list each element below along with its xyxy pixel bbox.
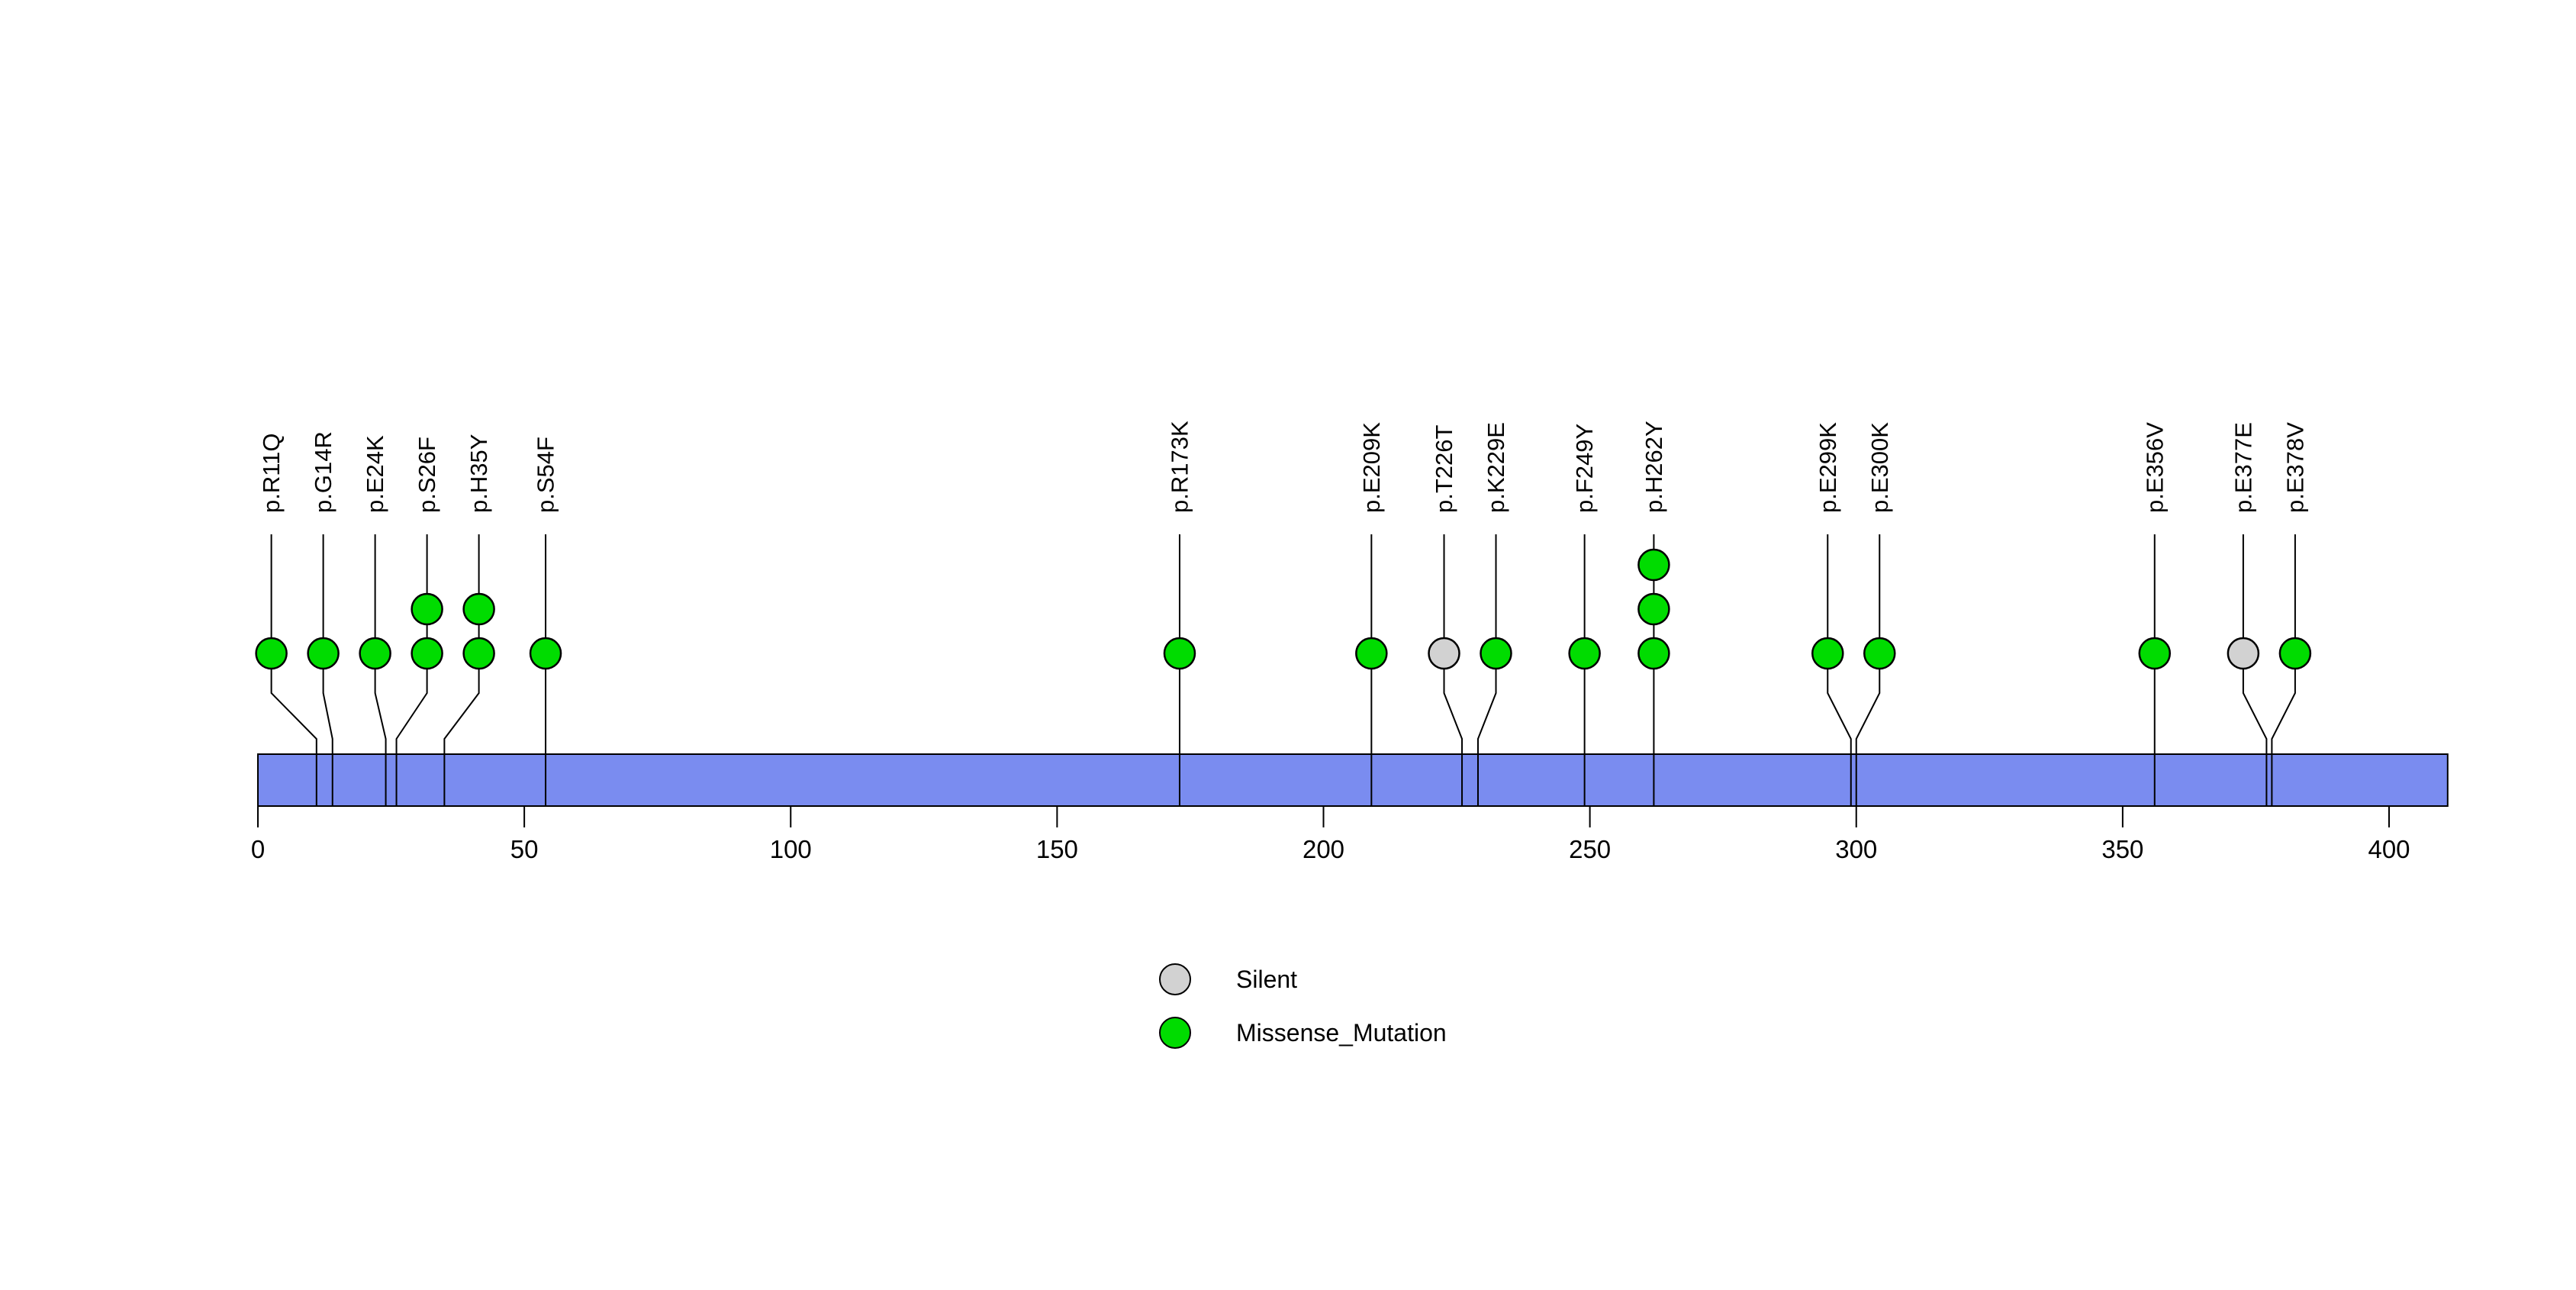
mutation-label: p.H262Y	[1641, 421, 1667, 513]
mutation-circle	[255, 637, 288, 670]
axis-tick-label: 0	[251, 835, 265, 863]
mutation-circle	[411, 637, 443, 670]
axis-layer: 0 50 100 150 200 250 300 350 400	[251, 806, 2410, 863]
mutation-label: p.G14R	[310, 431, 336, 513]
mutation-label: p.K229E	[1483, 422, 1509, 513]
mutation-circle	[2278, 637, 2312, 670]
mutation-label-layer: p.R11Q p.G14R p.E24K p.S26F p.H35Y p.S54F p.R1…	[258, 421, 2308, 513]
mutation-circle	[1637, 592, 1670, 626]
mutation-circle	[307, 637, 340, 670]
mutation-circle	[1568, 637, 1601, 670]
axis-tick-label: 150	[1036, 835, 1078, 863]
mutation-circle	[1863, 637, 1896, 670]
mutation-circle	[2227, 637, 2260, 670]
mutation-label: p.E209K	[1358, 422, 1385, 513]
axis-tick-label: 400	[2368, 835, 2410, 863]
protein-bar	[257, 753, 2449, 807]
axis-tick-label: 250	[1569, 835, 1611, 863]
mutation-label: p.S54F	[533, 437, 559, 513]
mutation-circle	[1637, 637, 1670, 670]
lollipop-stem	[374, 534, 387, 806]
lollipop-stem	[1443, 534, 1463, 806]
legend-missense-label: Missense_Mutation	[1236, 1019, 1447, 1047]
mutation-circle	[2138, 637, 2172, 670]
mutation-label: p.T226T	[1431, 424, 1457, 513]
mutation-label: p.E377E	[2230, 422, 2256, 513]
lollipop-stem	[1476, 534, 1497, 806]
lollipop-stem	[1855, 534, 1881, 806]
lollipop-stem	[2271, 534, 2296, 806]
mutation-label: p.H35Y	[465, 434, 492, 513]
lollipop-stem	[322, 534, 333, 806]
mutation-label: p.R173K	[1166, 421, 1193, 513]
lollipop-stem	[2242, 534, 2268, 806]
mutation-circle	[411, 592, 443, 626]
legend-silent-label: Silent	[1236, 966, 1297, 993]
mutation-label: p.R11Q	[258, 433, 285, 513]
mutation-label: p.E356V	[2141, 422, 2168, 513]
protein-bar-layer	[257, 753, 2449, 807]
mutation-circle	[462, 592, 495, 626]
axis-tick-label: 100	[770, 835, 812, 863]
mutation-circle	[1355, 637, 1388, 670]
legend-silent-circle-icon	[1159, 963, 1191, 995]
axis-tick-label: 50	[510, 835, 539, 863]
legend-missense-circle-icon	[1159, 1017, 1191, 1049]
mutation-circle	[529, 637, 562, 670]
mutation-circle	[359, 637, 391, 670]
lollipop-stem	[1827, 534, 1852, 806]
mutation-circle	[1480, 637, 1512, 670]
mutation-circle	[1637, 548, 1670, 582]
axis-tick-label: 200	[1302, 835, 1344, 863]
legend: Silent Missense_Mutation	[1159, 963, 1447, 1049]
mutation-circle	[1811, 637, 1844, 670]
axis-tick-label: 300	[1835, 835, 1877, 863]
axis-tick-label: 350	[2101, 835, 2143, 863]
mutation-label: p.E24K	[362, 435, 388, 513]
mutation-label: p.E300K	[1866, 422, 1893, 513]
mutation-label: p.E378V	[2281, 422, 2308, 513]
lollipop-circle-layer	[255, 548, 2312, 670]
mutation-label: p.E299K	[1814, 422, 1841, 513]
mutation-label: p.F249Y	[1571, 424, 1598, 513]
mutation-label: p.S26F	[414, 437, 440, 513]
mutation-circle	[462, 637, 495, 670]
mutation-circle	[1163, 637, 1196, 670]
mutation-circle	[1428, 637, 1460, 670]
lollipop-stem	[270, 534, 317, 806]
